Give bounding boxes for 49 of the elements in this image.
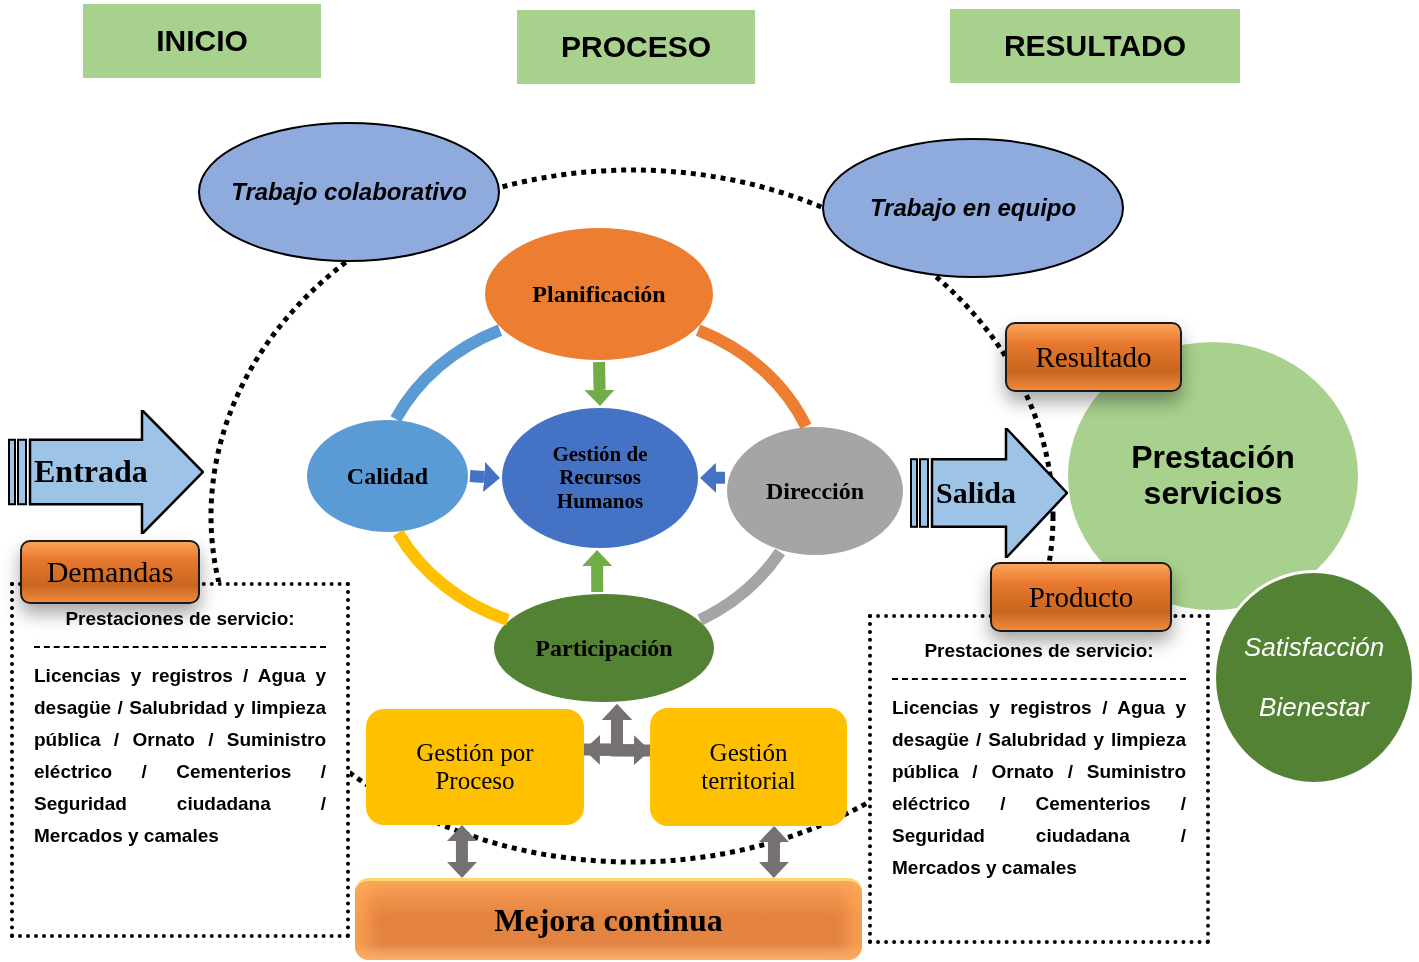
block-arrow-shape <box>910 428 1068 558</box>
header-title: INICIO <box>156 24 248 58</box>
branch-arrow <box>602 704 650 757</box>
node-label: Trabajo colaborativo <box>231 178 467 206</box>
rounded-box <box>366 709 584 825</box>
panel-heading: Prestaciones de servicio: <box>923 640 1155 662</box>
ring-arc <box>695 324 812 430</box>
tag-label: Demandas <box>46 555 174 589</box>
node-label: Planificación <box>532 280 666 308</box>
rounded-box <box>650 708 847 826</box>
arrow-label: Entrada <box>34 454 148 490</box>
node-label: Trabajo en equipo <box>869 194 1077 222</box>
block-arrow <box>700 462 726 493</box>
block-arrow <box>582 550 613 593</box>
node-label: Participación <box>535 634 673 662</box>
node-label: Gestión de Recursos Humanos <box>551 442 649 514</box>
box-label: Gestión territorial <box>700 739 797 795</box>
tag-label: Resultado <box>1035 340 1152 374</box>
tag-label: Producto <box>1028 580 1134 614</box>
double-arrow <box>758 826 789 878</box>
node-label: Calidad <box>346 462 429 490</box>
node-label: Bienestar <box>1259 692 1369 722</box>
box-label: Gestión por Proceso <box>415 739 535 795</box>
arrow-label: Salida <box>936 476 1017 510</box>
panel-text: Licencias y registros / Agua y desagüe / Salubridad y limpieza pública / Ornato / Suministro eléctrico / Cementerios / Seguridad ciudadana / Mercados y camales <box>34 664 326 848</box>
ring-arc <box>393 529 511 626</box>
dotted-panel <box>10 582 350 938</box>
panel-text: Licencias y registros / Agua y desagüe / Salubridad y limpieza pública / Ornato / Suministro eléctrico / Cementerios / Seguridad ciudadana / Mercados y camales <box>892 696 1186 880</box>
double-arrow <box>446 825 477 878</box>
dotted-panel <box>868 614 1210 944</box>
node-label: Prestación servicios <box>1130 440 1296 512</box>
block-arrow <box>584 361 615 406</box>
node-label: Dirección <box>765 477 865 505</box>
node-label: Satisfacción <box>1243 633 1385 663</box>
header-box <box>83 4 321 78</box>
header-title: PROCESO <box>561 30 711 64</box>
banner-label: Mejora continua <box>494 902 723 939</box>
block-arrow-shape <box>8 410 204 534</box>
tag-box <box>990 562 1172 632</box>
tag-box <box>20 540 200 604</box>
banner-bar <box>355 878 862 960</box>
header-box <box>517 10 755 84</box>
panel-heading: Prestaciones de servicio: <box>64 608 296 630</box>
header-box <box>950 9 1240 83</box>
ring-arc <box>697 548 785 626</box>
ring-arc <box>390 324 503 423</box>
header-title: RESULTADO <box>1003 29 1187 63</box>
block-arrow <box>469 461 500 492</box>
tag-box <box>1005 322 1182 392</box>
